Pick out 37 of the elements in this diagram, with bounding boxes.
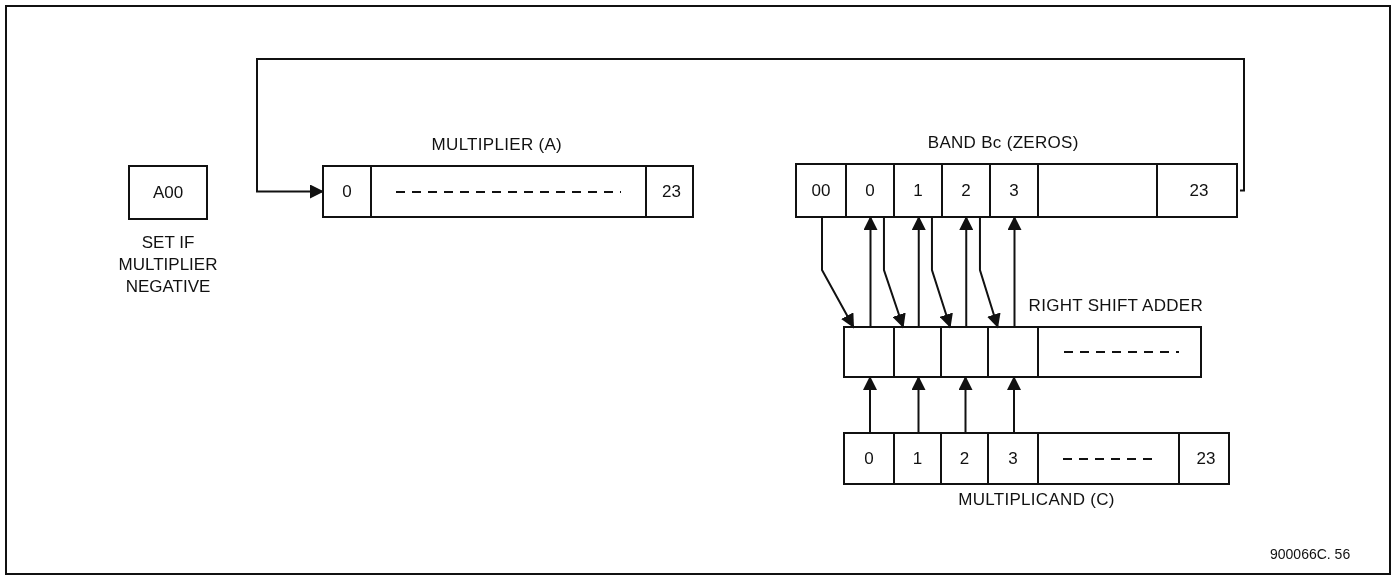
- arrow: [863, 375, 877, 435]
- register-box: [843, 432, 1230, 485]
- bit-cell: 0: [845, 434, 895, 483]
- flag-caption: SET IF MULTIPLIER NEGATIVE: [117, 232, 219, 298]
- bit-cell: 2: [942, 434, 989, 483]
- arrow: [882, 215, 906, 329]
- bit-cell: 00: [797, 165, 847, 216]
- arrow: [1007, 215, 1022, 329]
- register-label: RIGHT SHIFT ADDER: [1028, 296, 1204, 316]
- register-box: [843, 326, 1202, 378]
- bit-cell: 0: [847, 165, 895, 216]
- bit-cell: 0: [324, 167, 372, 216]
- bit-cell: 1: [895, 434, 942, 483]
- bit-cell: 23: [1158, 165, 1240, 216]
- arrow: [930, 215, 953, 329]
- register-box: [795, 163, 1238, 218]
- arrow: [958, 375, 973, 435]
- bit-cell: 23: [647, 167, 696, 216]
- register-label: MULTIPLICAND (C): [958, 490, 1115, 510]
- flag-box: A00: [128, 165, 208, 220]
- register-box: [322, 165, 694, 218]
- arrow: [911, 375, 926, 435]
- register-label: MULTIPLIER (A): [431, 135, 563, 155]
- register-label: BAND Bc (ZEROS): [927, 133, 1079, 153]
- bit-cell: 1: [895, 165, 943, 216]
- bit-cell: 3: [991, 165, 1039, 216]
- bit-cell: 3: [989, 434, 1039, 483]
- arrow: [959, 215, 974, 329]
- arrow: [863, 215, 878, 329]
- arrow: [256, 58, 1245, 199]
- arrow: [821, 215, 855, 329]
- arrow: [1007, 375, 1021, 435]
- bit-cell: 2: [943, 165, 991, 216]
- bit-cell: 23: [1180, 434, 1232, 483]
- arrow: [911, 215, 926, 329]
- figure-number: 900066C. 56: [1270, 546, 1351, 562]
- arrow: [978, 215, 1001, 329]
